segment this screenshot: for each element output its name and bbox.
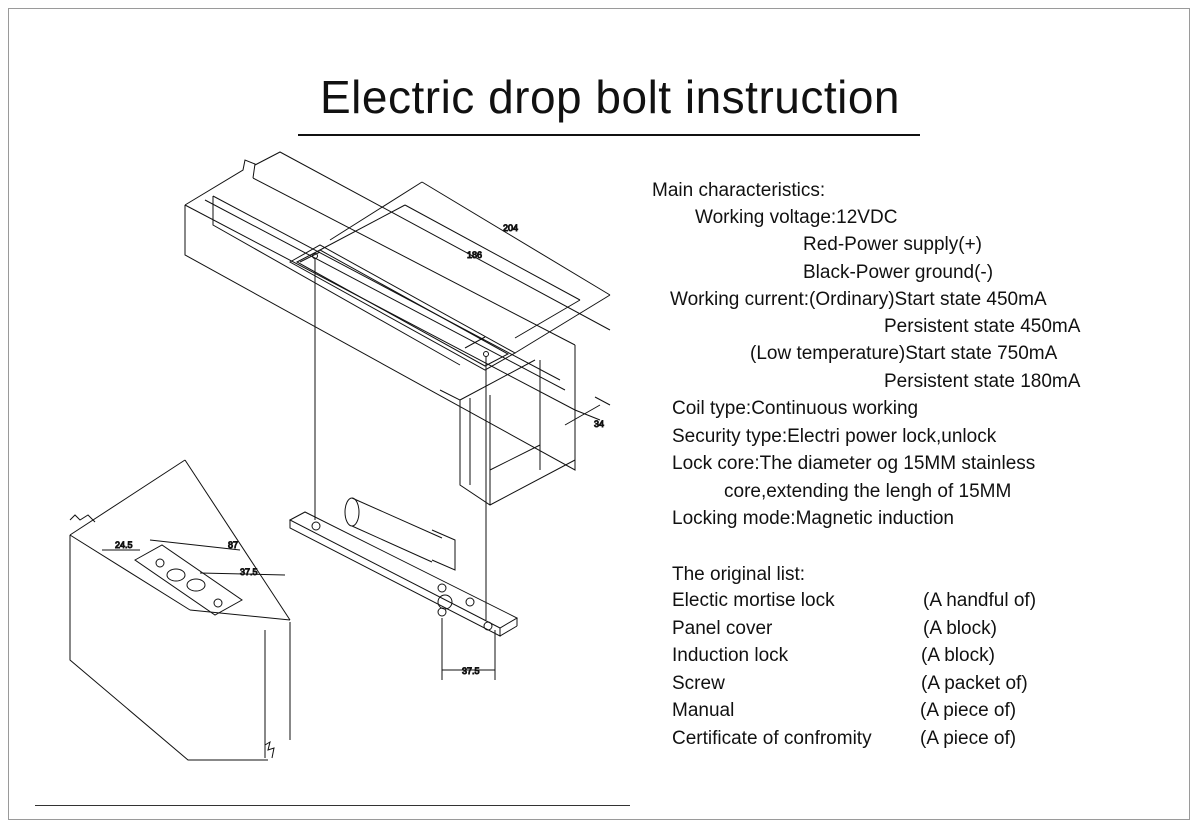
bottom-rule [35, 805, 630, 806]
list-item-qty: (A block) [923, 618, 997, 639]
locking-mode: Locking mode:Magnetic induction [672, 508, 955, 529]
characteristics-heading: Main characteristics: [652, 180, 826, 201]
list-item-name: Manual [672, 700, 735, 721]
working-current-ordinary: Working current:(Ordinary)Start state 45… [670, 289, 1047, 310]
dim-37-5-left: 37.5 [240, 567, 258, 577]
list-item-qty: (A handful of) [923, 590, 1037, 611]
list-item-qty: (A piece of) [920, 700, 1017, 721]
dim-186: 186 [467, 250, 482, 260]
dimension-lines-top [319, 181, 611, 426]
list-item-name: Screw [672, 673, 725, 694]
coil-type: Coil type:Continuous working [672, 398, 919, 419]
door-frame [184, 151, 611, 506]
page-frame [8, 8, 1190, 820]
original-list-heading: The original list: [672, 564, 806, 585]
dim-37-5-bottom: 37.5 [462, 666, 480, 676]
title-underline [298, 134, 920, 136]
dim-204: 204 [503, 223, 518, 233]
black-power-ground: Black-Power ground(-) [803, 262, 994, 283]
list-item-qty: (A block) [921, 645, 995, 666]
lock-core-line-1: Lock core:The diameter og 15MM stainless [672, 453, 1036, 474]
list-item-name: Induction lock [672, 645, 789, 666]
working-current-low-temp: (Low temperature)Start state 750mA [750, 343, 1058, 364]
drop-bolt-drawing: 204 186 34 37.5 [69, 151, 611, 761]
working-voltage: Working voltage:12VDC [695, 207, 898, 228]
dim-24-5: 24.5 [115, 540, 133, 550]
list-item-name: Panel cover [672, 618, 773, 639]
list-item-name: Certificate of confromity [672, 728, 872, 749]
list-item-qty: (A packet of) [921, 673, 1028, 694]
drop-bolt-plate [288, 497, 519, 637]
lock-core-line-2: core,extending the lengh of 15MM [724, 481, 1012, 502]
dimension-lines-door [102, 539, 286, 576]
list-item-name: Electic mortise lock [672, 590, 835, 611]
persistent-state-ordinary: Persistent state 450mA [884, 316, 1081, 337]
red-power-supply: Red-Power supply(+) [803, 234, 982, 255]
page-title: Electric drop bolt instruction [319, 71, 901, 123]
dim-87: 87 [228, 540, 238, 550]
list-item-qty: (A piece of) [920, 728, 1017, 749]
door-leaf [69, 459, 291, 761]
persistent-state-low-temp: Persistent state 180mA [884, 371, 1081, 392]
security-type: Security type:Electri power lock,unlock [672, 426, 997, 447]
dim-34: 34 [594, 419, 604, 429]
